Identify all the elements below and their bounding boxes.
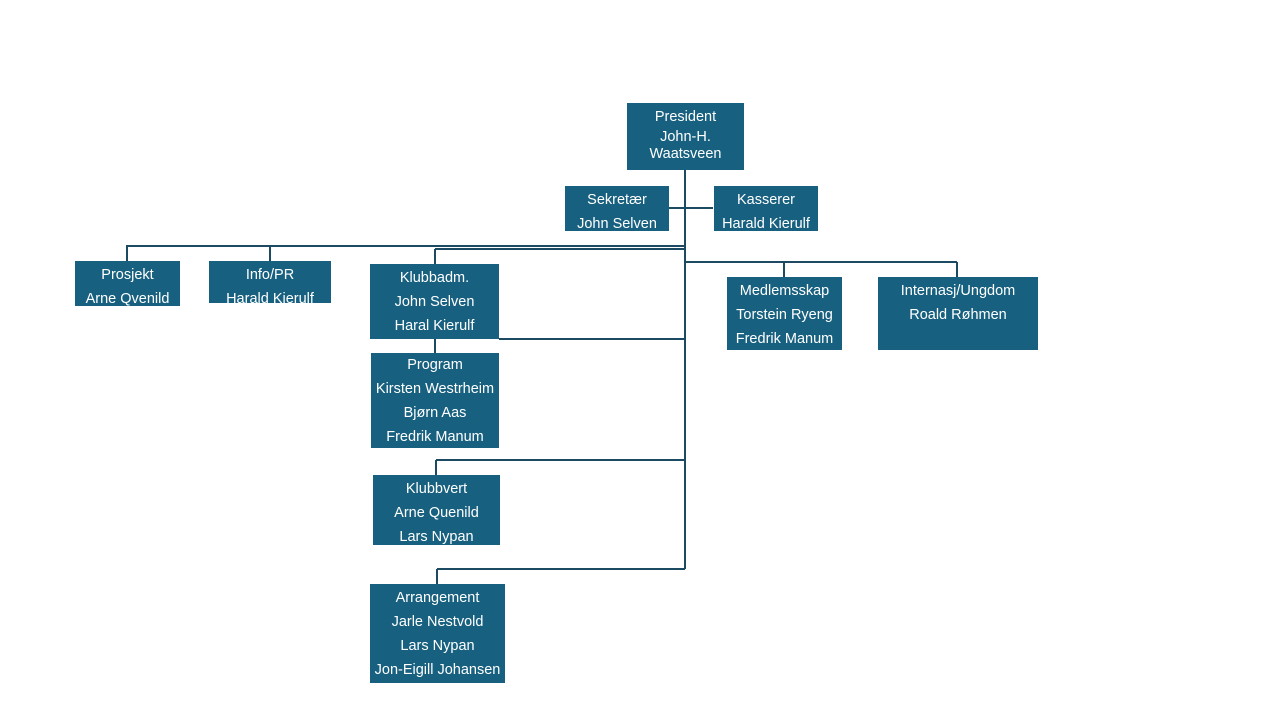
program-box: Program Kirsten Westrheim Bjørn Aas Fred…	[371, 353, 499, 448]
prosjekt-name: Arne Qvenild	[85, 291, 170, 307]
program-name-1: Kirsten Westrheim	[375, 381, 495, 397]
internasjonal-name: Roald Røhmen	[909, 307, 1007, 323]
arrangement-name-2: Lars Nypan	[400, 638, 475, 654]
klubbadm-role: Klubbadm.	[399, 270, 470, 286]
program-name-2: Bjørn Aas	[403, 405, 467, 421]
prosjekt-role: Prosjekt	[101, 267, 154, 283]
kasserer-name: Harald Kierulf	[722, 216, 810, 232]
medlemsskap-name-2: Fredrik Manum	[735, 331, 834, 347]
infopr-name: Harald Kierulf	[226, 291, 314, 307]
sekretaer-role: Sekretær	[587, 192, 647, 208]
klubbvert-name-1: Arne Quenild	[394, 505, 479, 521]
arrangement-name-1: Jarle Nestvold	[391, 614, 484, 630]
kasserer-role: Kasserer	[736, 192, 796, 208]
klubbadm-name-2: Haral Kierulf	[394, 318, 475, 334]
infopr-role: Info/PR	[245, 267, 295, 283]
prosjekt-box: Prosjekt Arne Qvenild	[75, 261, 180, 307]
klubbvert-role: Klubbvert	[405, 481, 468, 497]
medlemsskap-role: Medlemsskap	[739, 283, 830, 299]
arrangement-box: Arrangement Jarle Nestvold Lars Nypan Jo…	[370, 584, 505, 683]
president-role: President	[654, 109, 717, 125]
medlemsskap-name-1: Torstein Ryeng	[736, 307, 833, 323]
internasjonal-box: Internasj/Ungdom Roald Røhmen	[878, 277, 1038, 350]
medlemsskap-box: Medlemsskap Torstein Ryeng Fredrik Manum	[727, 277, 842, 350]
internasjonal-role: Internasj/Ungdom	[900, 283, 1016, 299]
sekretaer-box: Sekretær John Selven	[565, 186, 669, 232]
kasserer-box: Kasserer Harald Kierulf	[714, 186, 818, 232]
klubbvert-box: Klubbvert Arne Quenild Lars Nypan	[373, 475, 500, 545]
program-name-3: Fredrik Manum	[386, 429, 484, 445]
klubbadm-name-1: John Selven	[394, 294, 475, 310]
infopr-box: Info/PR Harald Kierulf	[209, 261, 331, 307]
klubbvert-name-2: Lars Nypan	[399, 529, 474, 545]
klubbadm-box: Klubbadm. John Selven Haral Kierulf	[370, 264, 499, 339]
president-name-line-2: Waatsveen	[649, 146, 722, 162]
president-box: President John-H. Waatsveen	[627, 103, 744, 170]
arrangement-role: Arrangement	[395, 590, 480, 606]
program-role: Program	[407, 357, 463, 373]
president-name-line-1: John-H.	[660, 129, 711, 145]
arrangement-name-3: Jon-Eigill Johansen	[374, 662, 501, 678]
sekretaer-name: John Selven	[577, 216, 657, 232]
